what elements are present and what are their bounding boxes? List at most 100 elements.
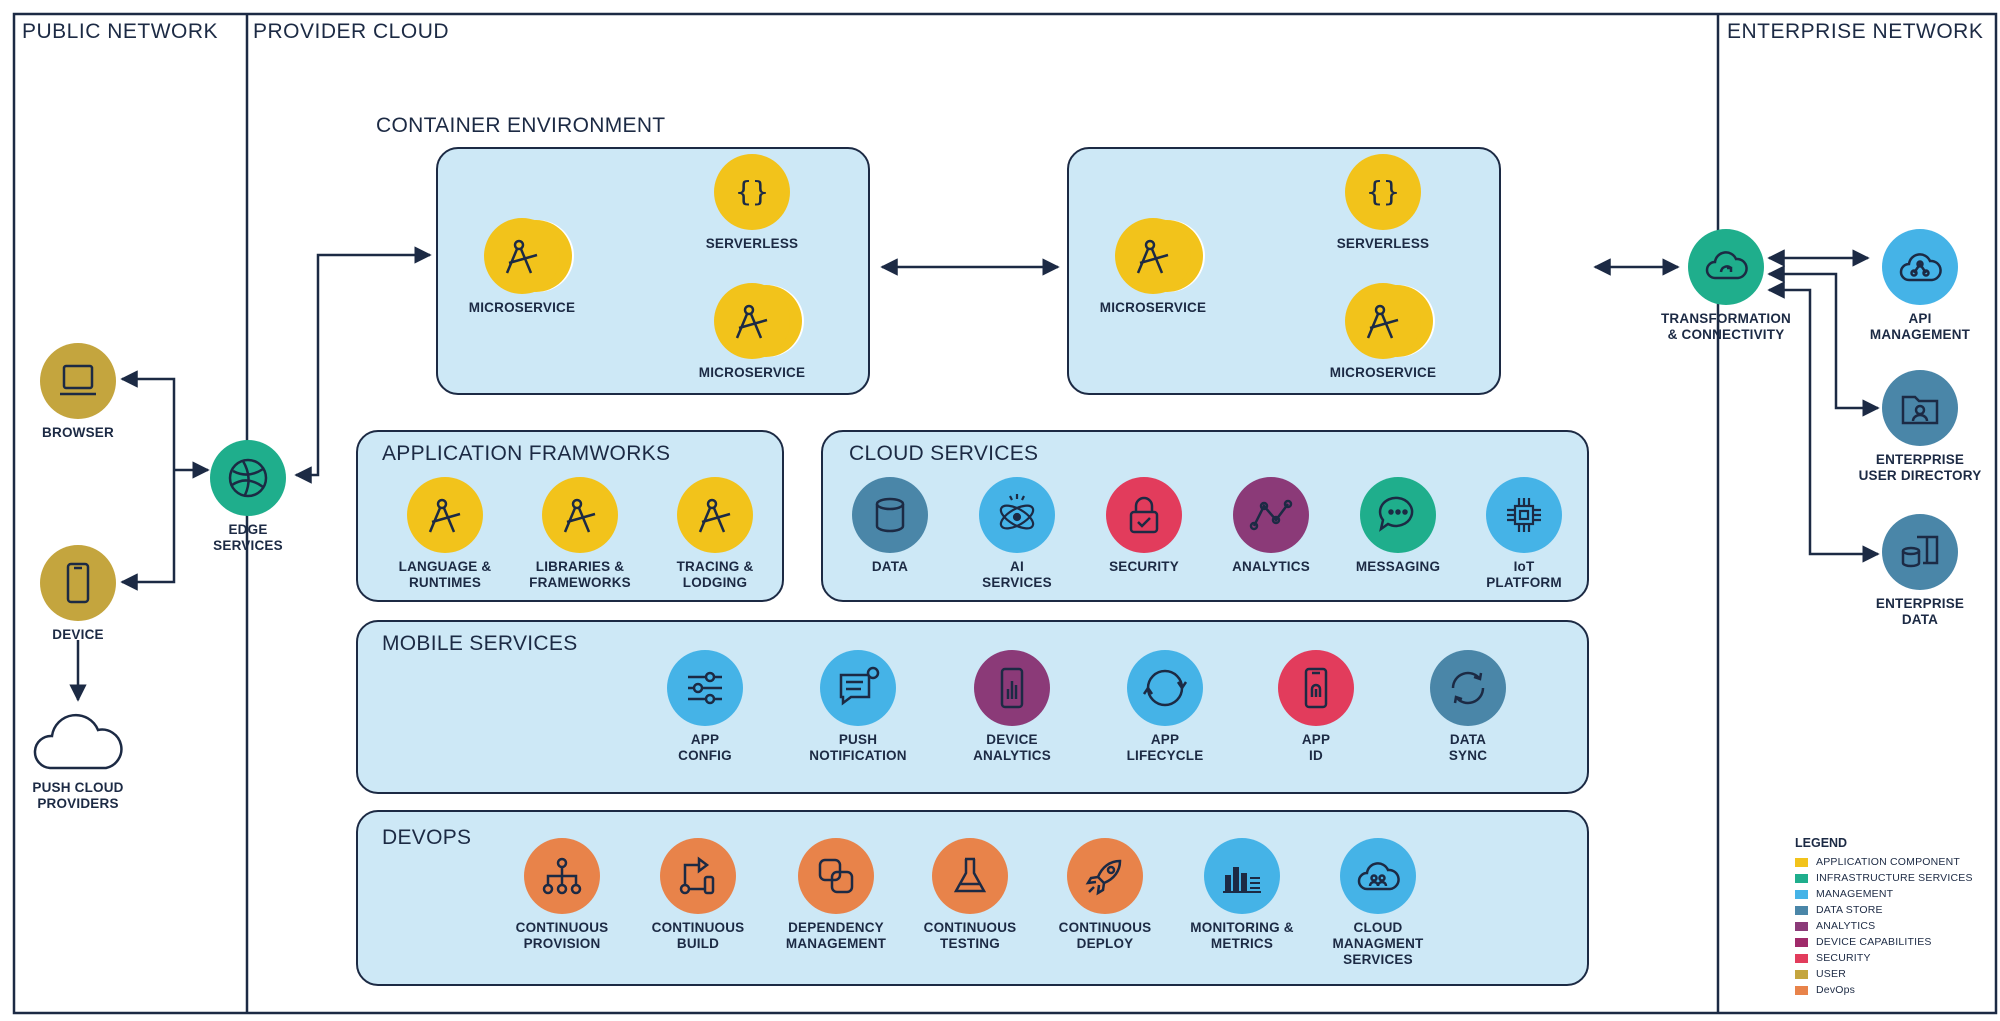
cloud-service-label: IoT PLATFORM [1486, 559, 1562, 590]
legend-label: DATA STORE [1816, 904, 1883, 916]
phone-chart-icon [974, 650, 1050, 726]
devops-monitoring-metrics[interactable]: MONITORING & METRICS [1162, 838, 1322, 952]
microservice-sub-left[interactable]: MICROSERVICE [672, 283, 832, 381]
mobile-service-label: APP CONFIG [678, 732, 732, 763]
analytics-graph-icon [1233, 477, 1309, 553]
microservice-label: MICROSERVICE [1329, 365, 1437, 380]
globe-icon [210, 440, 286, 516]
microservice-label: MICROSERVICE [1099, 300, 1207, 315]
devops-dependency-management[interactable]: DEPENDENCY MANAGEMENT [756, 838, 916, 952]
braces-icon: {} [1345, 154, 1421, 230]
outer-frame [12, 12, 1998, 1015]
user-directory-label: ENTERPRISE USER DIRECTORY [1858, 452, 1982, 483]
push-cloud-label: PUSH CLOUD PROVIDERS [32, 780, 124, 811]
framework-language-runtimes[interactable]: LANGUAGE & RUNTIMES [365, 477, 525, 591]
device-node[interactable]: DEVICE [0, 545, 158, 643]
container-box-left [436, 147, 870, 395]
cloud-service-label: DATA [871, 559, 909, 574]
cloud-service-analytics[interactable]: ANALYTICS [1191, 477, 1351, 575]
mobile-device-icon [40, 545, 116, 621]
transformation-connectivity-node[interactable]: TRANSFORMATION & CONNECTIVITY [1646, 229, 1806, 343]
chip-icon [1486, 477, 1562, 553]
microservice-main-left[interactable]: MICROSERVICE [442, 218, 602, 316]
push-cloud-node[interactable]: PUSH CLOUD PROVIDERS [0, 702, 158, 812]
edge-services-node[interactable]: EDGE SERVICES [168, 440, 328, 554]
devops-continuous-testing[interactable]: CONTINUOUS TESTING [890, 838, 1050, 952]
cloud-sync-icon [1688, 229, 1764, 305]
compass-icon [407, 477, 483, 553]
legend-swatch [1795, 953, 1808, 963]
cloud-service-label: ANALYTICS [1232, 559, 1310, 574]
public-network-title: PUBLIC NETWORK [22, 20, 219, 43]
framework-tracing[interactable]: TRACING & LODGING [635, 477, 795, 591]
cloud-services-title: CLOUD SERVICES [849, 442, 1039, 465]
lock-icon [1106, 477, 1182, 553]
mobile-app-lifecycle[interactable]: APP LIFECYCLE [1085, 650, 1245, 764]
microservice-label: MICROSERVICE [468, 300, 576, 315]
mobile-app-config[interactable]: APP CONFIG [625, 650, 785, 764]
cloud-service-data[interactable]: DATA [810, 477, 970, 575]
edge-services-label: EDGE SERVICES [213, 522, 283, 553]
legend-item: DATA STORE [1795, 902, 1973, 918]
microservice-sub-right[interactable]: MICROSERVICE [1303, 283, 1463, 381]
legend-swatch [1795, 985, 1808, 995]
api-management-label: API MANAGEMENT [1869, 311, 1971, 342]
cloud-service-messaging[interactable]: MESSAGING [1318, 477, 1478, 575]
compass-icon [1345, 283, 1421, 359]
mobile-device-analytics[interactable]: DEVICE ANALYTICS [932, 650, 1092, 764]
legend-swatch [1795, 905, 1808, 915]
legend-item: MANAGEMENT [1795, 886, 1973, 902]
database-book-icon [1882, 514, 1958, 590]
serverless-label: SERVERLESS [1336, 236, 1430, 251]
devops-label: MONITORING & METRICS [1190, 920, 1294, 951]
flask-icon [932, 838, 1008, 914]
microservice-main-right[interactable]: MICROSERVICE [1073, 218, 1233, 316]
devops-cloud-management[interactable]: CLOUD MANAGMENT SERVICES [1298, 838, 1458, 968]
cloud-service-security[interactable]: SECURITY [1064, 477, 1224, 575]
devops-continuous-deploy[interactable]: CONTINUOUS DEPLOY [1025, 838, 1185, 952]
mobile-push-notification[interactable]: PUSH NOTIFICATION [778, 650, 938, 764]
cloud-service-label: MESSAGING [1355, 559, 1441, 574]
chat-bubble-icon [1360, 477, 1436, 553]
cloud-api-icon [1882, 229, 1958, 305]
svg-text:{}: {} [1366, 175, 1400, 208]
compass-icon [542, 477, 618, 553]
enterprise-network-title: ENTERPRISE NETWORK [1727, 20, 1984, 43]
legend-swatch [1795, 969, 1808, 979]
framework-libraries[interactable]: LIBRARIES & FRAMEWORKS [500, 477, 660, 591]
enterprise-data-node[interactable]: ENTERPRISE DATA [1840, 514, 2000, 628]
legend-item: INFRASTRUCTURE SERVICES [1795, 870, 1973, 886]
mobile-app-id[interactable]: APP ID [1236, 650, 1396, 764]
device-label: DEVICE [52, 627, 104, 642]
serverless-right[interactable]: {} SERVERLESS [1303, 154, 1463, 252]
enterprise-user-directory-node[interactable]: ENTERPRISE USER DIRECTORY [1840, 370, 2000, 484]
folder-user-icon [1882, 370, 1958, 446]
application-frameworks-title: APPLICATION FRAMWORKS [382, 442, 671, 465]
legend-item: DEVICE CAPABILITIES [1795, 934, 1973, 950]
browser-node[interactable]: BROWSER [0, 343, 158, 441]
api-management-node[interactable]: API MANAGEMENT [1840, 229, 2000, 343]
mobile-services-box: MOBILE SERVICES [356, 620, 1589, 794]
cloud-services-box: CLOUD SERVICES [821, 430, 1589, 602]
cloud-service-ai[interactable]: AI SERVICES [937, 477, 1097, 591]
legend-swatch [1795, 937, 1808, 947]
enterprise-data-label: ENTERPRISE DATA [1875, 596, 1965, 627]
legend-item: APPLICATION COMPONENT [1795, 854, 1973, 870]
legend-swatch [1795, 889, 1808, 899]
sync-icon [1430, 650, 1506, 726]
cloud-service-iot[interactable]: IoT PLATFORM [1444, 477, 1604, 591]
legend-swatch [1795, 921, 1808, 931]
rocket-icon [1067, 838, 1143, 914]
legend-label: USER [1816, 968, 1846, 980]
mobile-data-sync[interactable]: DATA SYNC [1388, 650, 1548, 764]
cloud-users-icon [1340, 838, 1416, 914]
devops-continuous-build[interactable]: CONTINUOUS BUILD [618, 838, 778, 952]
provider-cloud-title: PROVIDER CLOUD [253, 20, 450, 43]
mobile-service-label: APP ID [1301, 732, 1331, 763]
container-environment-title: CONTAINER ENVIRONMENT [376, 114, 666, 137]
devops-continuous-provision[interactable]: CONTINUOUS PROVISION [482, 838, 642, 952]
bar-chart-icon [1204, 838, 1280, 914]
database-icon [852, 477, 928, 553]
serverless-left[interactable]: {} SERVERLESS [672, 154, 832, 252]
notification-icon [820, 650, 896, 726]
